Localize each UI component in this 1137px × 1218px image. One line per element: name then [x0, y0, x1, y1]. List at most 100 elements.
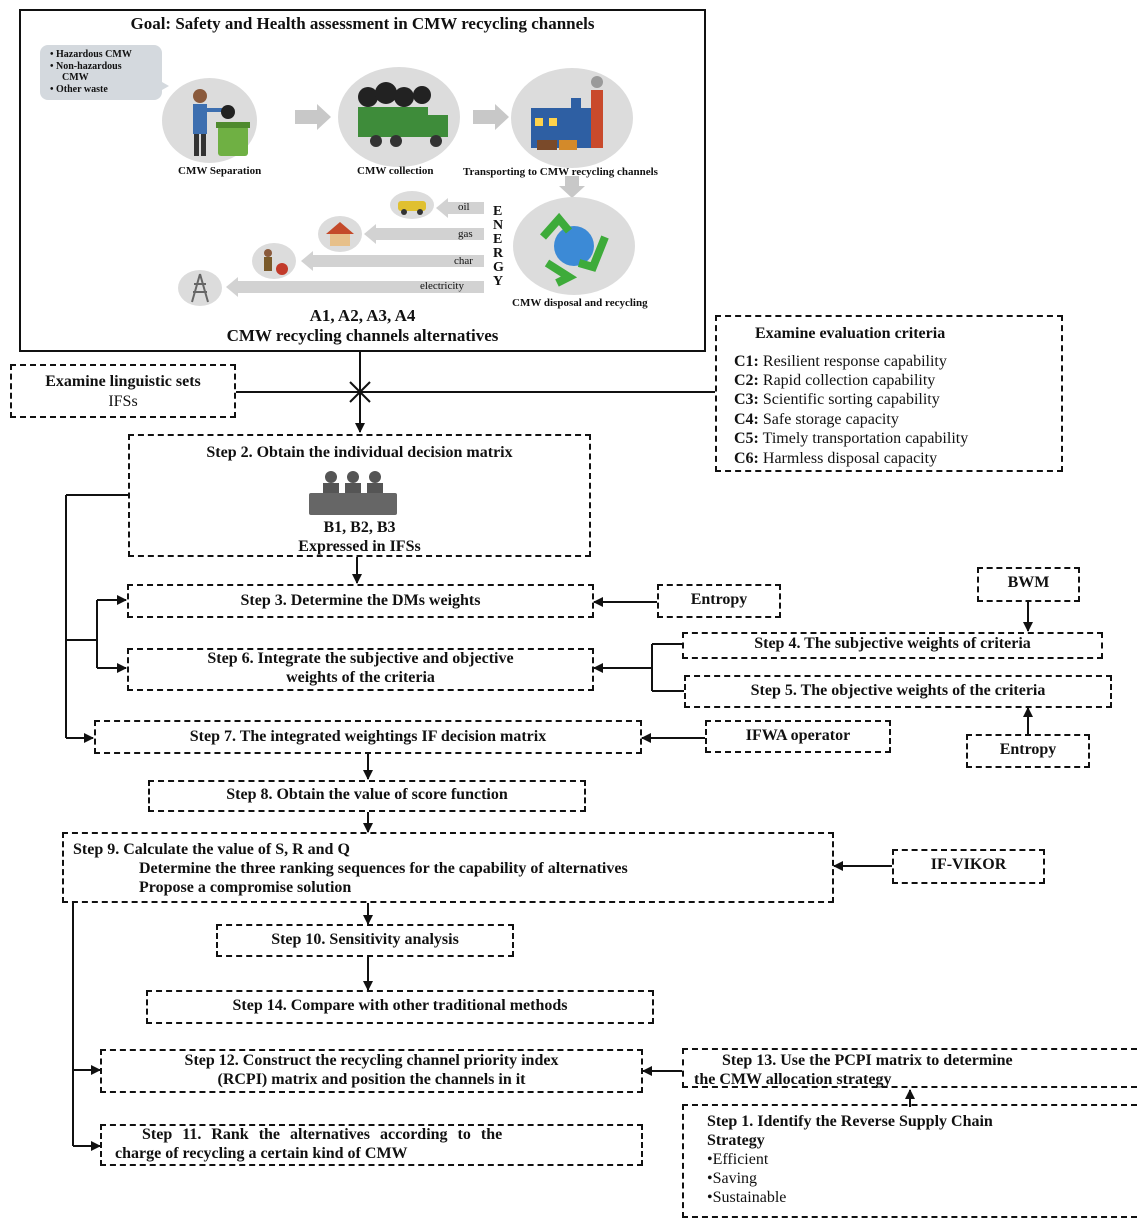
- house-icon: [318, 216, 362, 252]
- collection-illustration: [338, 67, 460, 167]
- entropy-bottom-label: Entropy: [999, 741, 1057, 758]
- step1-line1: Step 1. Identify the Reverse Supply Chai…: [707, 1113, 993, 1130]
- goal-title: Goal: Safety and Health assessment in CM…: [130, 14, 595, 33]
- step11-line2: charge of recycling a certain kind of CM…: [115, 1145, 408, 1162]
- step2-title: Step 2. Obtain the individual decision m…: [206, 444, 513, 461]
- step1-bullet: •Efficient: [707, 1151, 769, 1168]
- energy-output-label: oil: [458, 201, 470, 213]
- step6-line1: Step 6. Integrate the subjective and obj…: [207, 650, 514, 667]
- step9-line2: Determine the three ranking sequences fo…: [139, 860, 628, 877]
- linguistic-sets-title: Examine linguistic sets: [45, 373, 201, 390]
- transport-illustration: [511, 68, 633, 168]
- flow-arrow-icon: [495, 104, 509, 130]
- criteria-item: C3: Scientific sorting capability: [734, 391, 940, 408]
- step7-box: [94, 720, 642, 754]
- energy-arrow-gas: [376, 228, 484, 240]
- person-bin-icon: [193, 89, 250, 156]
- arrowhead-icon: [436, 198, 448, 218]
- criteria-item: C6: Harmless disposal capacity: [734, 450, 938, 467]
- vikor-box: [892, 849, 1045, 884]
- step3-label: Step 3. Determine the DMs weights: [240, 592, 481, 609]
- decision-makers-icon: [305, 465, 401, 517]
- criteria-box: [715, 315, 1063, 472]
- step2-line1: B1, B2, B3: [323, 519, 396, 536]
- step1-line2: Strategy: [707, 1132, 765, 1149]
- step6-box: [127, 648, 594, 691]
- step5-label: Step 5. The objective weights of the cri…: [750, 682, 1046, 699]
- energy-output-label: electricity: [420, 280, 464, 292]
- energy-arrow-char: [313, 255, 484, 267]
- energy-arrow-oil: [448, 202, 484, 214]
- waste-types-bubble: • Hazardous CMW • Non-hazardous CMW • Ot…: [40, 45, 162, 100]
- waste-type-item: • Non-hazardous: [50, 61, 122, 72]
- step5-box: [684, 675, 1112, 708]
- arrowhead-icon: [226, 277, 238, 297]
- energy-letter: R: [493, 246, 504, 261]
- disposal-illustration: [513, 197, 635, 295]
- arrowhead-icon: [301, 251, 313, 271]
- vikor-label: IF-VIKOR: [930, 856, 1007, 873]
- step11-line1: Step 11. Rank the alternatives according…: [142, 1126, 503, 1143]
- stage-disposal: CMW disposal and recycling: [512, 297, 648, 309]
- arrowhead-icon: [364, 224, 376, 244]
- step12-box: [100, 1049, 643, 1093]
- step2-box: [128, 434, 591, 557]
- step2-line2: Expressed in IFSs: [298, 538, 421, 555]
- step10-box: [216, 924, 514, 957]
- waste-type-item: CMW: [62, 72, 89, 83]
- flow-arrow-icon: [565, 176, 579, 186]
- flow-arrow-icon: [295, 110, 317, 124]
- flow-arrow-icon: [559, 186, 585, 198]
- car-icon: [390, 191, 434, 219]
- separation-illustration: [162, 78, 257, 163]
- ifwa-box: [705, 720, 891, 753]
- energy-output-label: char: [454, 255, 473, 267]
- flow-arrow-icon: [473, 110, 495, 124]
- step8-box: [148, 780, 586, 812]
- energy-output-label: gas: [458, 228, 473, 240]
- criteria-item: C4: Safe storage capacity: [734, 411, 899, 428]
- step10-label: Step 10. Sensitivity analysis: [271, 931, 459, 948]
- flow-arrow-icon: [317, 104, 331, 130]
- step3-box: [127, 584, 594, 618]
- energy-letter: E: [493, 232, 503, 247]
- energy-letter: Y: [493, 274, 504, 289]
- step9-line3: Propose a compromise solution: [139, 879, 352, 896]
- step7-label: Step 7. The integrated weightings IF dec…: [189, 728, 547, 745]
- linguistic-sets-box: [10, 364, 236, 418]
- garbage-truck-icon: [358, 82, 448, 147]
- stage-transporting: Transporting to CMW recycling channels: [463, 166, 658, 178]
- ifwa-label: IFWA operator: [745, 727, 851, 744]
- step12-line2: (RCPI) matrix and position the channels …: [217, 1071, 526, 1088]
- step6-line2: weights of the criteria: [286, 669, 435, 686]
- step1-bullet: •Sustainable: [707, 1189, 787, 1206]
- energy-letter: E: [493, 204, 503, 219]
- alternatives-caption: CMW recycling channels alternatives: [226, 326, 499, 345]
- step13-line1: Step 13. Use the PCPI matrix to determin…: [722, 1052, 1013, 1069]
- step4-label: Step 4. The subjective weights of criter…: [754, 635, 1031, 652]
- step1-bullet: •Saving: [707, 1170, 758, 1187]
- alternatives-label: A1, A2, A3, A4: [309, 306, 416, 325]
- criteria-item: C1: Resilient response capability: [734, 353, 947, 370]
- step8-label: Step 8. Obtain the value of score functi…: [226, 786, 508, 803]
- step9-line1: Step 9. Calculate the value of S, R and …: [73, 841, 350, 858]
- criteria-item: C2: Rapid collection capability: [734, 372, 936, 389]
- step1-box: [682, 1104, 1137, 1218]
- step4-box: [682, 632, 1103, 659]
- entropy-bottom-box: [966, 734, 1090, 768]
- entropy-top-box: [657, 584, 781, 618]
- bwm-label: BWM: [1007, 574, 1050, 591]
- energy-letter: N: [493, 218, 504, 233]
- stage-collection: CMW collection: [357, 165, 434, 177]
- waste-type-item: • Other waste: [50, 84, 108, 95]
- step13-box: [682, 1048, 1137, 1088]
- linguistic-sets-value: IFSs: [108, 393, 138, 410]
- step11-box: [100, 1124, 643, 1166]
- waste-type-item: • Hazardous CMW: [50, 49, 132, 60]
- criteria-item: C5: Timely transportation capability: [734, 430, 969, 447]
- entropy-top-label: Entropy: [690, 591, 748, 608]
- criteria-title: Examine evaluation criteria: [755, 325, 946, 342]
- step14-box: [146, 990, 654, 1024]
- bubble-tail: [155, 78, 169, 94]
